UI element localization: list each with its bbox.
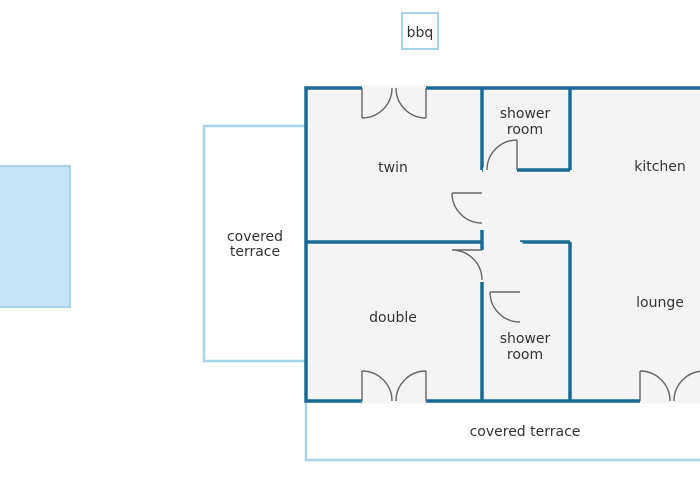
room-label-shower-top-line2: room xyxy=(507,122,543,138)
door-lounge-terrace xyxy=(639,370,700,404)
covered-terrace-bottom xyxy=(304,401,700,462)
room-label-double: double xyxy=(369,310,417,326)
room-label-twin: twin xyxy=(378,160,408,176)
covered-terrace-bottom-label: covered terrace xyxy=(470,424,581,440)
bbq-box xyxy=(401,12,439,50)
exterior-wall xyxy=(304,86,700,403)
door-double-terrace xyxy=(361,370,427,404)
room-label-shower-top-line1: shower xyxy=(500,106,551,122)
covered-terrace-left-label-line1: covered xyxy=(227,229,283,245)
covered-terrace-left-label-line2: terrace xyxy=(230,244,280,260)
doors xyxy=(361,85,700,404)
door-twin-terrace xyxy=(361,85,427,119)
door-shower-top xyxy=(483,139,518,173)
bbq-label: bbq xyxy=(407,25,434,41)
room-label-kitchen: kitchen xyxy=(634,159,686,175)
walls xyxy=(304,86,700,403)
house-floor xyxy=(306,88,700,401)
covered-terrace-left xyxy=(202,124,306,363)
room-label-shower-bottom-line2: room xyxy=(507,347,543,363)
door-shower-bottom xyxy=(489,242,523,323)
room-label-shower-bottom-line1: shower xyxy=(500,331,551,347)
door-twin xyxy=(451,192,485,225)
room-label-lounge: lounge xyxy=(636,295,684,311)
door-double xyxy=(451,249,485,282)
pool xyxy=(0,165,71,308)
